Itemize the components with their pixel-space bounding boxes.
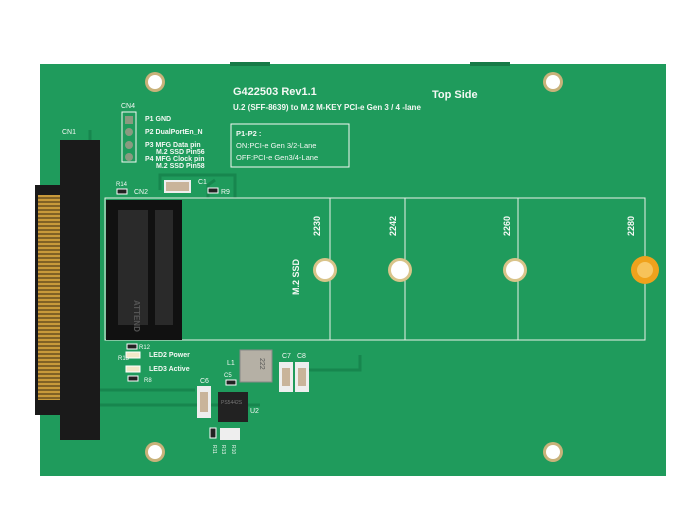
- c1-label: C1: [198, 179, 207, 186]
- jumper-note-box: [230, 123, 350, 168]
- m2-standoff-holes: [313, 258, 527, 282]
- jumper-note-on: ON:PCI-e Gen 3/2-Lane: [236, 141, 316, 150]
- r9-label: R9: [221, 189, 230, 196]
- cn4-pin3-detail: M.2 SSD Pin56: [156, 149, 205, 156]
- cn4-pin2: P2 DualPortEn_N: [145, 129, 203, 136]
- jumper-note-title: P1-P2 :: [236, 129, 261, 138]
- c7-label: C7: [282, 353, 291, 360]
- slot-marking: ATTEND: [132, 300, 141, 332]
- m2-label: M.2 SSD: [291, 258, 301, 295]
- chip-u2: [218, 392, 248, 422]
- capacitor-c1: [164, 180, 191, 193]
- led2-label: LED2 Power: [149, 352, 190, 359]
- cn4-pin1: P1 GND: [145, 116, 171, 123]
- cn4-pin3: P3 MFG Data pin: [145, 142, 201, 149]
- cn1-label: CN1: [62, 129, 76, 136]
- mounting-holes: [145, 72, 563, 462]
- size-2280: 2280: [626, 216, 636, 236]
- cn4-pin4-detail: M.2 SSD Pin58: [156, 163, 205, 170]
- u2-marking: PS5442S: [221, 400, 243, 406]
- c5-label: C5: [224, 373, 232, 379]
- board-description: U.2 (SFF-8639) to M.2 M-KEY PCI-e Gen 3 …: [233, 103, 421, 112]
- r14-label: R14: [116, 182, 128, 188]
- c6-label: C6: [200, 378, 209, 385]
- l1-label: L1: [227, 360, 235, 367]
- r15-label: R15: [118, 356, 130, 362]
- l1-marking: 222: [258, 358, 265, 370]
- size-2230: 2230: [312, 216, 322, 236]
- u2-connector: [35, 140, 100, 440]
- jumper-note-off: OFF:PCI-e Gen3/4-Lane: [236, 153, 318, 162]
- cn2-label: CN2: [134, 189, 148, 196]
- u2-label: U2: [250, 408, 259, 415]
- r10-label: R10: [230, 445, 236, 454]
- led2: [125, 351, 141, 359]
- cn4-header: [121, 111, 137, 163]
- cn4-pin4: P4 MFG Clock pin: [145, 156, 205, 163]
- r11-label: R11: [211, 445, 217, 454]
- r8-label: R8: [144, 378, 152, 384]
- part-number: G422503 Rev1.1: [233, 86, 317, 98]
- size-2242: 2242: [388, 216, 398, 236]
- r12-label: R12: [139, 345, 151, 351]
- side-label: Top Side: [432, 89, 478, 101]
- led3: [125, 365, 141, 373]
- cn4-label: CN4: [121, 103, 135, 110]
- led3-label: LED3 Active: [149, 366, 190, 373]
- r13-label: R13: [220, 445, 226, 454]
- m2-slot: ATTEND: [106, 200, 182, 340]
- c8-label: C8: [297, 353, 306, 360]
- size-2260: 2260: [502, 216, 512, 236]
- inductor-l1: [239, 349, 273, 383]
